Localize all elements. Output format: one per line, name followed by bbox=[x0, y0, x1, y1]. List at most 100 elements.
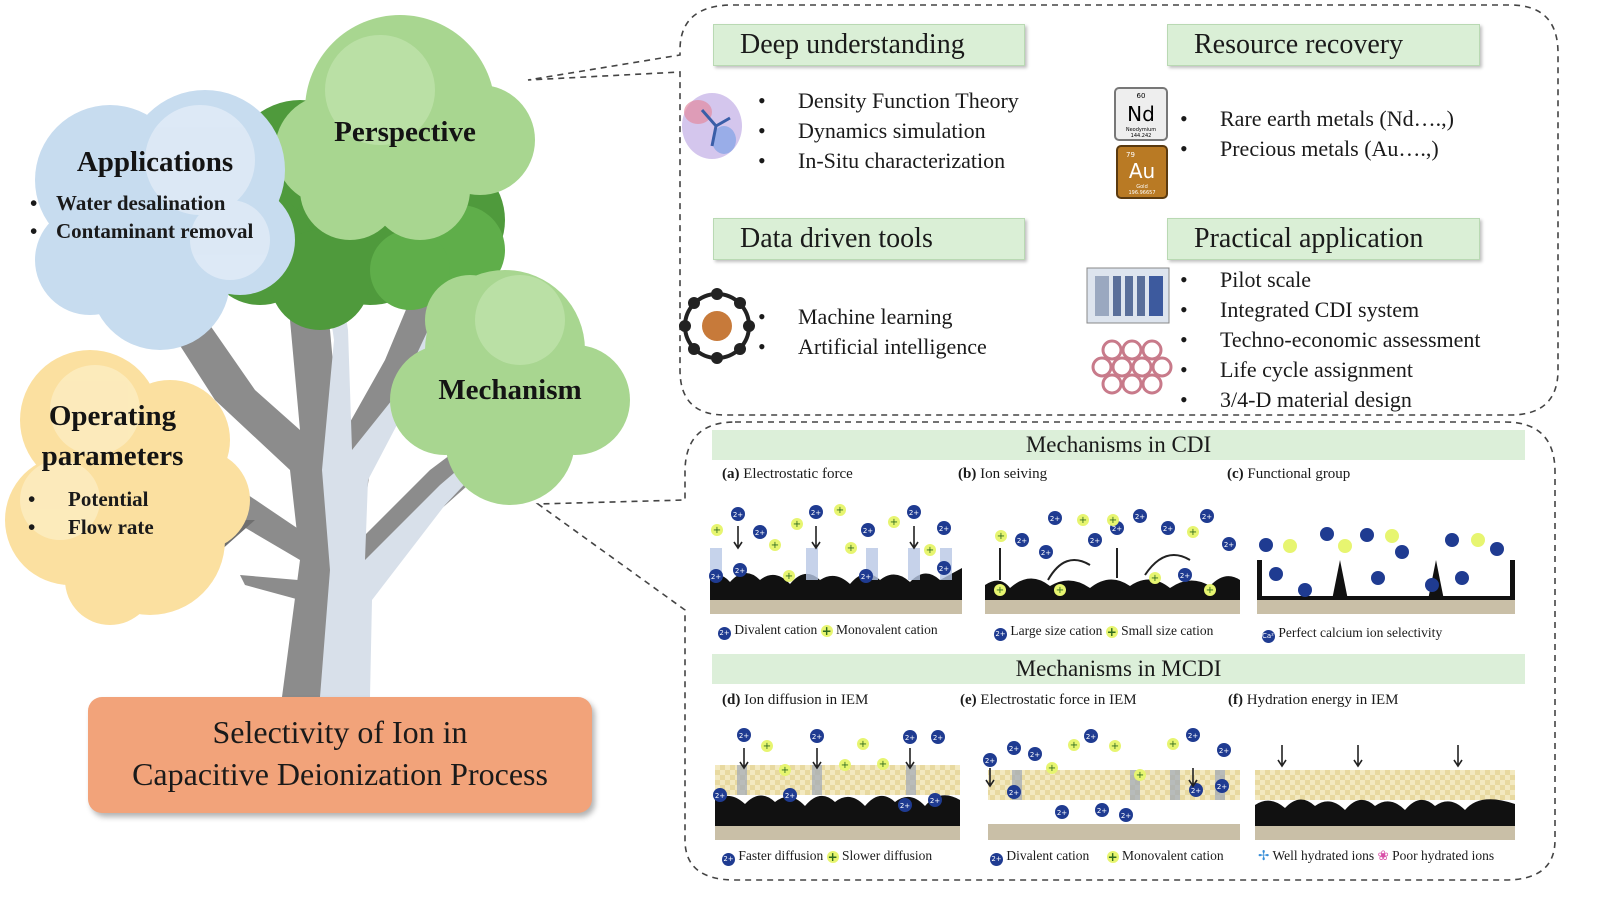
divalent-ion-icon: 2+ bbox=[718, 627, 731, 640]
divalent-ion: 2+ bbox=[1133, 509, 1147, 523]
svg-text:2+: 2+ bbox=[1090, 537, 1100, 545]
monovalent-ion-icon: + bbox=[820, 624, 833, 638]
mcdi-mechanisms-title: Mechanisms in MCDI bbox=[712, 654, 1525, 684]
monovalent-ion: + bbox=[994, 584, 1006, 596]
svg-text:60: 60 bbox=[1137, 92, 1146, 100]
divalent-ion: 2+ bbox=[1222, 537, 1236, 551]
divalent-ion: 2+ bbox=[928, 793, 942, 807]
root-title-line: Selectivity of Ion in bbox=[212, 714, 468, 750]
svg-text:2+: 2+ bbox=[1009, 789, 1019, 797]
pilot-plant-icon bbox=[1086, 267, 1170, 324]
divalent-ion: 2+ bbox=[1095, 803, 1109, 817]
framework-material-icon bbox=[1091, 339, 1173, 395]
schematic-e bbox=[988, 770, 1240, 840]
svg-text:Nd: Nd bbox=[1127, 102, 1155, 126]
monovalent-ion: + bbox=[1167, 738, 1179, 750]
arrow-icon bbox=[1188, 768, 1198, 788]
svg-text:2+: 2+ bbox=[1163, 525, 1173, 533]
sodium-ion bbox=[1338, 539, 1352, 553]
calcium-ion bbox=[1259, 538, 1273, 552]
divalent-ion: 2+ bbox=[1186, 728, 1200, 742]
divalent-ion: 2+ bbox=[731, 507, 745, 521]
divalent-ion: 2+ bbox=[753, 525, 767, 539]
sodium-ion bbox=[1385, 529, 1399, 543]
monovalent-ion: + bbox=[1149, 572, 1161, 584]
arrow-icon bbox=[1453, 745, 1463, 768]
divalent-ion: 2+ bbox=[1007, 785, 1021, 799]
monovalent-ion: + bbox=[1068, 739, 1080, 751]
svg-text:+: + bbox=[1079, 515, 1087, 526]
svg-text:+: + bbox=[1048, 763, 1056, 774]
au-element-icon: 79 Au Gold 196.96657 bbox=[1116, 145, 1168, 199]
monovalent-ion: + bbox=[1077, 514, 1089, 526]
monovalent-ion-icon: + bbox=[1106, 850, 1119, 864]
list-item: Life cycle assignment bbox=[1180, 355, 1481, 385]
divalent-ion-icon: 2+ bbox=[994, 628, 1007, 641]
subpanel-d-title: (d) Ion diffusion in IEM bbox=[722, 692, 869, 708]
divalent-ion: 2+ bbox=[1055, 805, 1069, 819]
legend-b: 2+ Large size cation + Small size cation bbox=[994, 623, 1214, 641]
applications-title: Applications bbox=[76, 146, 234, 178]
calcium-ion-icon: Ca²⁺ bbox=[1262, 630, 1278, 643]
divalent-ion: 2+ bbox=[1189, 783, 1203, 797]
monovalent-ion: + bbox=[1109, 740, 1121, 752]
monovalent-ion-icon: + bbox=[826, 850, 839, 864]
monovalent-ion: + bbox=[877, 758, 889, 770]
svg-text:2+: 2+ bbox=[1121, 812, 1131, 820]
arrow-icon bbox=[733, 526, 743, 550]
svg-text:2+: 2+ bbox=[933, 734, 943, 742]
sodium-ion bbox=[1283, 539, 1297, 553]
list-item: Techno-economic assessment bbox=[1180, 325, 1481, 355]
legend-e: 2+ Divalent cation + Monovalent cation bbox=[990, 848, 1224, 866]
svg-text:Gold: Gold bbox=[1136, 184, 1148, 190]
arrow-icon bbox=[909, 526, 919, 550]
svg-text:+: + bbox=[1169, 739, 1177, 750]
svg-text:2+: 2+ bbox=[711, 573, 721, 581]
svg-text:144.242: 144.242 bbox=[1131, 133, 1152, 139]
svg-text:+: + bbox=[785, 571, 793, 582]
calcium-ion bbox=[1371, 571, 1385, 585]
svg-text:+: + bbox=[1109, 515, 1117, 526]
divalent-ion: 2+ bbox=[1161, 521, 1175, 535]
svg-text:2+: 2+ bbox=[909, 509, 919, 517]
root-title-box: Selectivity of Ion in Capacitive Deioniz… bbox=[88, 697, 592, 813]
divalent-ion: 2+ bbox=[907, 505, 921, 519]
list-item: In-Situ characterization bbox=[758, 146, 1019, 176]
divalent-ion-icon: 2+ bbox=[990, 853, 1003, 866]
list-item: 3/4-D material design bbox=[1180, 385, 1481, 415]
divalent-ion: 2+ bbox=[1215, 779, 1229, 793]
divalent-ion: 2+ bbox=[737, 728, 751, 742]
svg-text:+: + bbox=[841, 760, 849, 771]
mechanism-title: Mechanism bbox=[438, 374, 582, 406]
divalent-ion: 2+ bbox=[809, 505, 823, 519]
divalent-ion: 2+ bbox=[1007, 741, 1021, 755]
divalent-ion: 2+ bbox=[937, 521, 951, 535]
list-item: Artificial intelligence bbox=[758, 332, 987, 362]
divalent-ion: 2+ bbox=[898, 798, 912, 812]
svg-text:2+: 2+ bbox=[735, 567, 745, 575]
arrow-icon bbox=[1277, 745, 1287, 768]
subpanel-e-title: (e) Electrostatic force in IEM bbox=[960, 692, 1137, 708]
divalent-ion: 2+ bbox=[733, 563, 747, 577]
svg-text:+: + bbox=[926, 545, 934, 556]
svg-text:+: + bbox=[713, 525, 721, 536]
list-item: Pilot scale bbox=[1180, 265, 1481, 295]
svg-text:+: + bbox=[763, 741, 771, 752]
resource-recovery-tag: Resource recovery bbox=[1167, 24, 1480, 66]
svg-text:+: + bbox=[1151, 573, 1159, 584]
svg-text:+: + bbox=[997, 531, 1005, 542]
subpanel-b-title: (b) Ion seiving bbox=[958, 466, 1048, 482]
svg-text:2+: 2+ bbox=[715, 792, 725, 800]
svg-text:2+: 2+ bbox=[1097, 807, 1107, 815]
svg-text:+: + bbox=[836, 505, 844, 516]
legend-c: Ca²⁺ Perfect calcium ion selectivity bbox=[1262, 625, 1442, 643]
svg-text:+: + bbox=[847, 543, 855, 554]
svg-text:2+: 2+ bbox=[811, 509, 821, 517]
svg-text:2+: 2+ bbox=[755, 529, 765, 537]
svg-text:2+: 2+ bbox=[1224, 541, 1234, 549]
monovalent-ion: + bbox=[769, 539, 781, 551]
divalent-ion: 2+ bbox=[1084, 729, 1098, 743]
monovalent-ion: + bbox=[1204, 584, 1216, 596]
svg-text:2+: 2+ bbox=[1135, 513, 1145, 521]
monovalent-ion: + bbox=[711, 524, 723, 536]
